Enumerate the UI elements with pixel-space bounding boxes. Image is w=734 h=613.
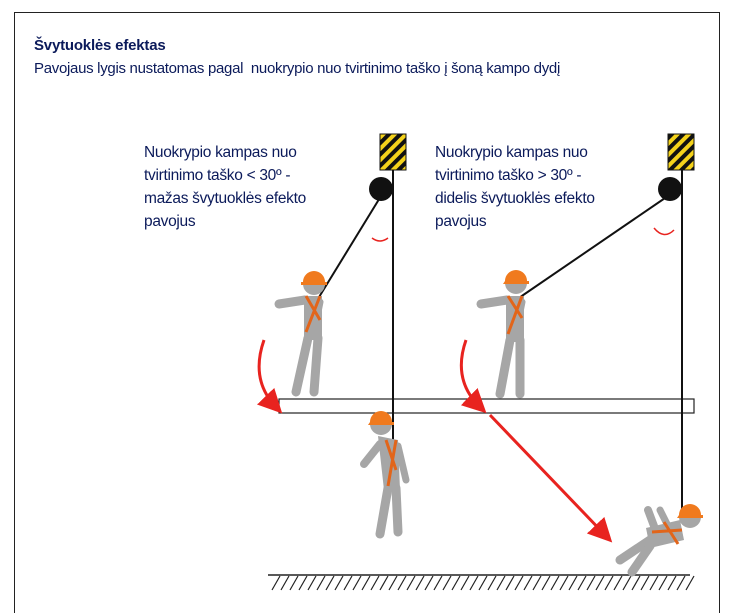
hatch-mark	[415, 575, 425, 591]
hatch-mark	[667, 575, 677, 591]
hatch-mark	[685, 575, 695, 591]
hatch-mark	[280, 575, 290, 591]
anchor-point-left	[369, 133, 407, 201]
worker-fallen-right	[615, 504, 703, 577]
ground	[268, 574, 695, 591]
caption-line: Nuokrypio kampas nuo	[435, 144, 588, 161]
hatch-mark	[388, 575, 398, 591]
hatch-mark	[397, 575, 407, 591]
angle-arc-left	[371, 237, 389, 242]
lanyard-right	[512, 195, 669, 303]
angle-arc-right	[653, 227, 675, 236]
slide-subtitle: Pavojaus lygis nustatomas pagal nuokrypi…	[34, 60, 560, 77]
worker-hanging-left	[360, 411, 410, 539]
hatch-mark	[622, 575, 632, 591]
hatch-mark	[352, 575, 362, 591]
hatch-mark	[424, 575, 434, 591]
caption-line: Nuokrypio kampas nuo	[144, 144, 297, 161]
hatch-mark	[496, 575, 506, 591]
hatch-mark	[604, 575, 614, 591]
hatch-mark	[559, 575, 569, 591]
hatch-mark	[379, 575, 389, 591]
caption-line: mažas švytuoklės efekto	[144, 190, 306, 207]
hatch-mark	[334, 575, 344, 591]
hatch-mark	[514, 575, 524, 591]
hatch-mark	[613, 575, 623, 591]
hatch-mark	[316, 575, 326, 591]
hatch-mark	[343, 575, 353, 591]
swing-arrow-right	[488, 413, 613, 543]
caption-low-risk: Nuokrypio kampas nuo tvirtinimo taško < …	[144, 141, 364, 233]
hatch-mark	[469, 575, 479, 591]
hatch-mark	[541, 575, 551, 591]
hatch-mark	[631, 575, 641, 591]
hatch-mark	[649, 575, 659, 591]
fall-arrow-right	[459, 339, 487, 414]
anchor-point-right	[658, 133, 695, 201]
hatch-mark	[658, 575, 668, 591]
caption-line: pavojus	[435, 213, 487, 230]
hatch-mark	[676, 575, 686, 591]
caption-high-risk: Nuokrypio kampas nuo tvirtinimo taško > …	[435, 141, 655, 233]
hatch-mark	[640, 575, 650, 591]
caption-line: tvirtinimo taško < 30º -	[144, 167, 291, 184]
platform	[278, 398, 695, 414]
hatch-mark	[370, 575, 380, 591]
hatch-mark	[595, 575, 605, 591]
slide-title: Švytuoklės efektas	[34, 37, 166, 54]
hatch-mark	[451, 575, 461, 591]
ground-hatching	[271, 575, 695, 591]
hatch-mark	[577, 575, 587, 591]
caption-line: tvirtinimo taško > 30º -	[435, 167, 582, 184]
lanyard-left	[315, 195, 382, 303]
hatch-mark	[523, 575, 533, 591]
hatch-mark	[532, 575, 542, 591]
hatch-mark	[307, 575, 317, 591]
hatch-mark	[487, 575, 497, 591]
hatch-mark	[478, 575, 488, 591]
hatch-mark	[442, 575, 452, 591]
hatch-mark	[550, 575, 560, 591]
hatch-mark	[325, 575, 335, 591]
caption-line: pavojus	[144, 213, 196, 230]
hatch-mark	[505, 575, 515, 591]
slide-frame	[14, 12, 720, 613]
hatch-mark	[586, 575, 596, 591]
worker-standing-left	[274, 271, 327, 397]
hatch-mark	[460, 575, 470, 591]
caption-line: didelis švytuoklės efekto	[435, 190, 595, 207]
hatch-mark	[289, 575, 299, 591]
hatch-mark	[406, 575, 416, 591]
hatch-mark	[271, 575, 281, 591]
hatch-mark	[568, 575, 578, 591]
fall-arrow-left	[256, 339, 283, 414]
hatch-mark	[361, 575, 371, 591]
hatch-mark	[298, 575, 308, 591]
worker-standing-right	[476, 270, 529, 399]
hatch-mark	[433, 575, 443, 591]
